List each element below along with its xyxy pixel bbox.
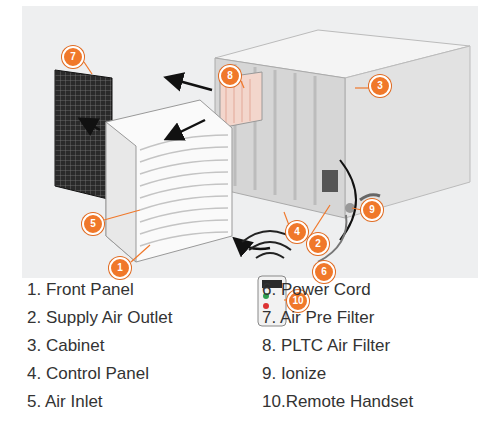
callout-number: 7: [70, 52, 76, 62]
callout-circle: 9: [361, 199, 383, 221]
background-panel: [22, 6, 478, 278]
callout-circle: 3: [369, 75, 391, 97]
part-name: 4. Control Panel: [27, 364, 149, 384]
cabinet-drawing: [215, 30, 470, 218]
part-name: 6. Power Cord: [262, 280, 371, 300]
pre-filter-drawing: [55, 70, 112, 200]
part-name: 2. Supply Air Outlet: [27, 308, 173, 328]
callout-number: 3: [377, 81, 383, 91]
leader-lines: [84, 62, 370, 300]
callout-circle: 5: [82, 213, 104, 235]
callout-number: 1: [117, 263, 123, 273]
part-name: 5. Air Inlet: [27, 392, 103, 412]
callout-circle: 4: [286, 221, 308, 243]
callout-number: 6: [321, 267, 327, 277]
callout-circle: 8: [219, 65, 241, 87]
part-name: 9. Ionize: [262, 364, 326, 384]
callout-circle: 2: [307, 233, 329, 255]
callout-number: 2: [315, 239, 321, 249]
part-name: 10.Remote Handset: [262, 392, 413, 412]
callout-number: 4: [294, 227, 300, 237]
part-name: 3. Cabinet: [27, 336, 105, 356]
part-name: 1. Front Panel: [27, 280, 134, 300]
front-panel-drawing: [106, 100, 232, 262]
callout-circle: 7: [62, 46, 84, 68]
part-name: 7. Air Pre Filter: [262, 308, 374, 328]
callout-circle: 1: [109, 257, 131, 279]
callout-circle: 6: [313, 261, 335, 283]
part-name: 8. PLTC Air Filter: [262, 336, 390, 356]
callout-number: 9: [369, 205, 375, 215]
callout-number: 5: [90, 219, 96, 229]
motion-arrows: [82, 78, 356, 249]
callout-number: 8: [227, 71, 233, 81]
